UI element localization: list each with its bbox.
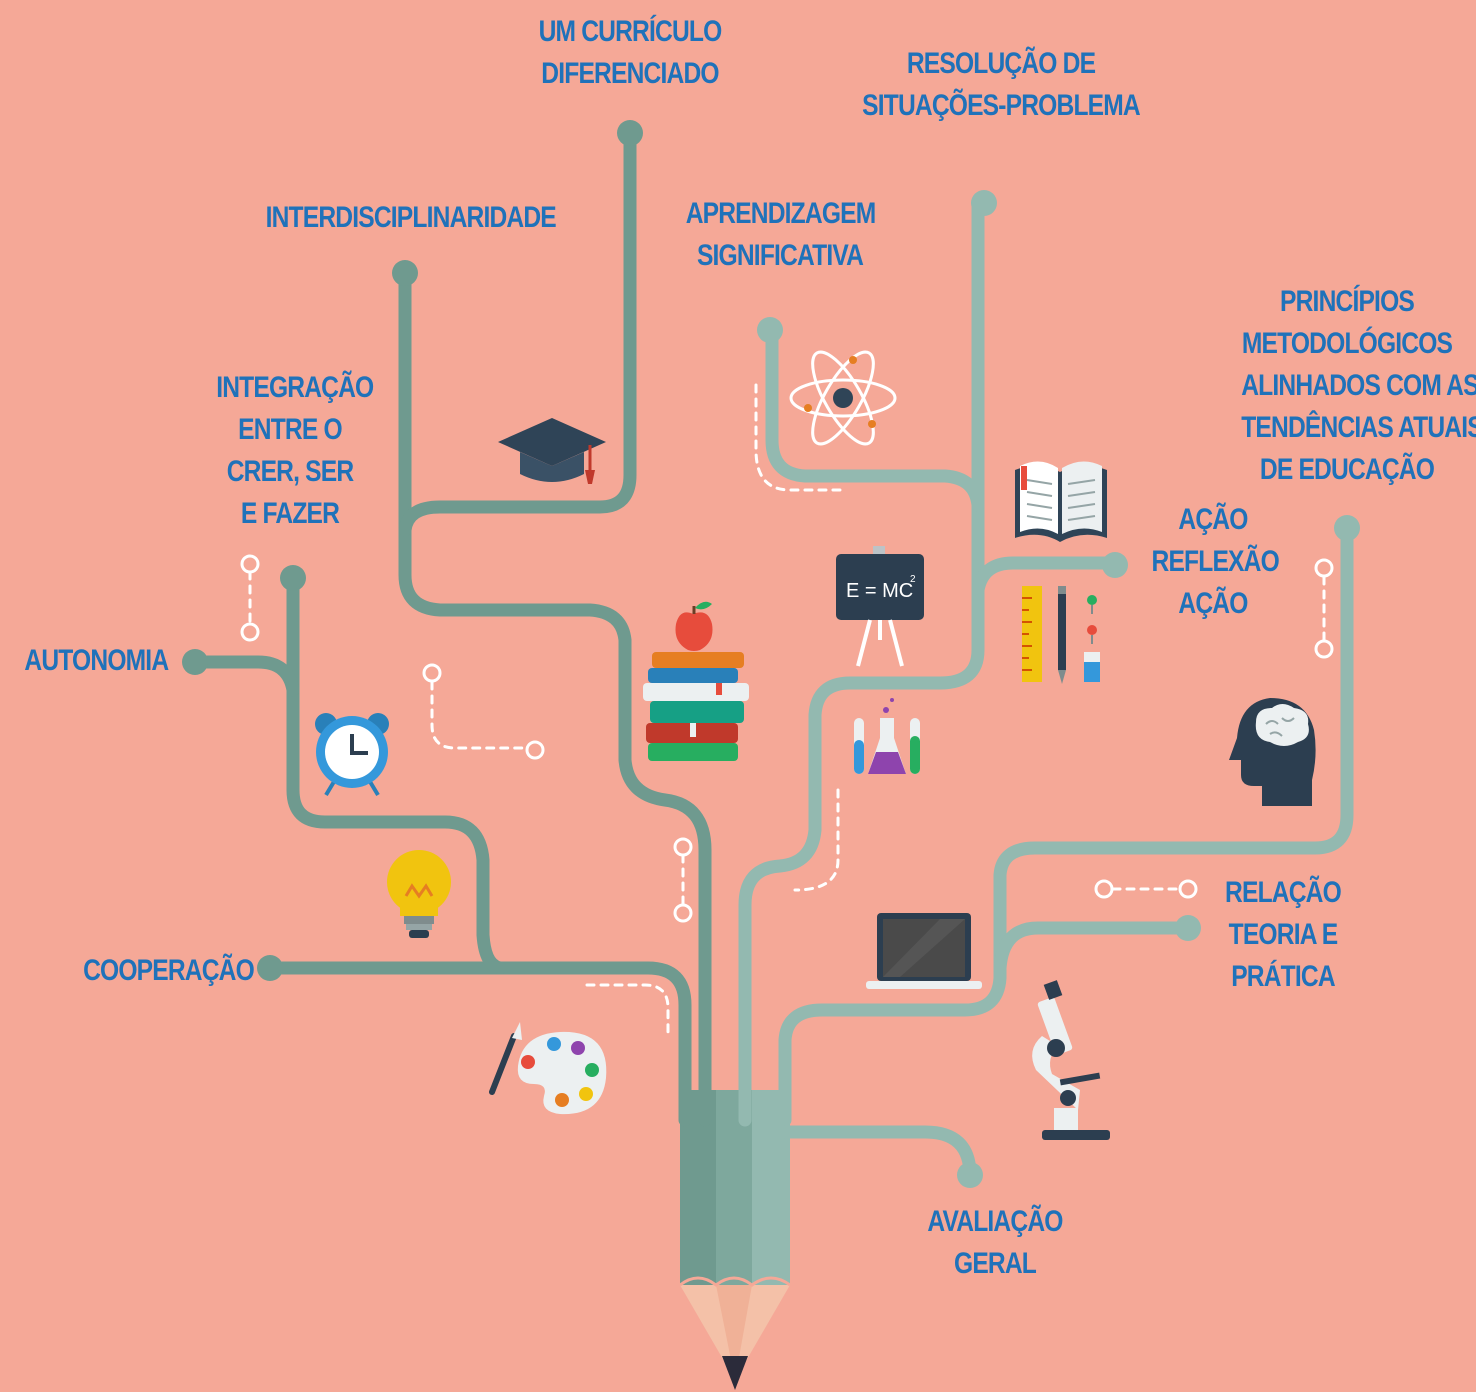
alarm-clock-icon: [315, 713, 389, 797]
label-principios-metodologicos: PRINCÍPIOS METODOLÓGICOS ALINHADOS COM A…: [1241, 285, 1476, 486]
label-um-curriculo-diferenciado: UM CURRÍCULO DIFERENCIADO: [538, 15, 723, 90]
light-bulb-icon: [387, 850, 451, 938]
paint-palette-icon: [489, 1022, 607, 1115]
atom-icon: [789, 350, 897, 446]
label-relacao-teoria-pratica: RELAÇÃO TEORIA E PRÁTICA: [1225, 876, 1342, 993]
microscope-icon: [1032, 980, 1110, 1140]
label-autonomia: AUTONOMIA: [24, 644, 169, 677]
open-book-icon: [1015, 461, 1107, 542]
book-stack-icon: [643, 601, 749, 761]
pencil-icon: [679, 1090, 791, 1390]
stationery-icon: [1022, 586, 1100, 684]
graduation-cap-icon: [498, 418, 606, 484]
label-cooperacao: COOPERAÇÃO: [83, 954, 255, 987]
chalkboard-exponent: 2: [910, 574, 916, 585]
label-acao-reflexao-acao: AÇÃO REFLEXÃO AÇÃO: [1151, 503, 1280, 620]
branch-endpoints: [182, 120, 1360, 1188]
test-tubes-icon: [854, 698, 920, 774]
brain-head-icon: [1229, 698, 1316, 806]
laptop-icon: [866, 913, 982, 989]
branch-dark: [188, 126, 712, 1127]
label-interdisciplinaridade: INTERDISCIPLINARIDADE: [265, 201, 557, 234]
label-resolucao-situacoes-problema: RESOLUÇÃO DE SITUAÇÕES-PROBLEMA: [862, 47, 1141, 122]
dotted-endpoints: [240, 554, 1334, 923]
label-integracao-crer-ser-fazer: INTEGRAÇÃO ENTRE O CRER, SER E FAZER: [216, 371, 374, 530]
chalkboard-formula: E = MC: [846, 580, 913, 602]
label-aprendizagem-significativa: APRENDIZAGEM SIGNIFICATIVA: [685, 197, 877, 272]
label-avaliacao-geral: AVALIAÇÃO GERAL: [927, 1205, 1063, 1280]
branch-light: [738, 196, 1354, 1182]
chalkboard-icon: E = MC 2: [836, 546, 924, 667]
dotted-decorations: [248, 383, 1326, 1037]
